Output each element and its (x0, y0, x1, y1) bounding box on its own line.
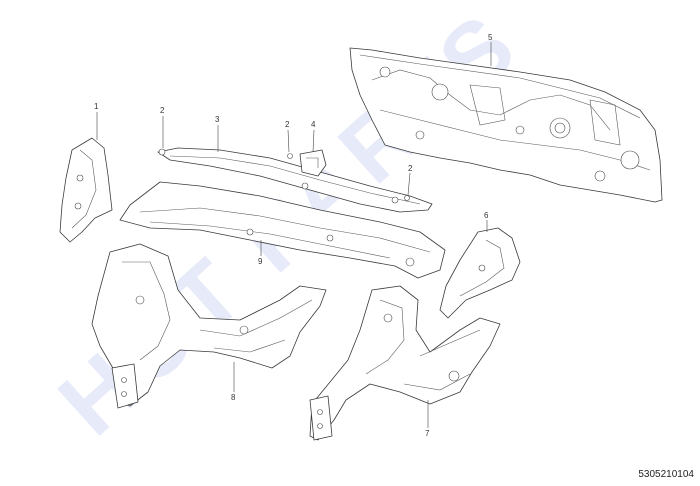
part-1-side-bracket (59, 137, 113, 243)
callout-4: 4 (311, 120, 316, 129)
callout-7: 7 (425, 429, 430, 438)
callout-2c: 2 (408, 164, 413, 173)
part-6-side-bracket (439, 227, 521, 319)
callout-8: 8 (231, 393, 236, 402)
part-5-dash-panel (349, 47, 663, 203)
part-2-bolt-a (158, 148, 166, 156)
callout-9: 9 (258, 257, 263, 266)
callout-3: 3 (215, 115, 220, 124)
callout-6: 6 (484, 211, 489, 220)
part-2-bolt-b (287, 153, 293, 159)
callout-1: 1 (94, 102, 99, 111)
part-7-right-side-member (309, 285, 501, 441)
part-4-small-bracket (299, 149, 327, 177)
part-3-cowl-top-panel (157, 147, 433, 213)
callout-2a: 2 (160, 106, 165, 115)
callout-2b: 2 (285, 120, 290, 129)
document-number: 5305210104 (638, 469, 694, 480)
part-8-left-side-member (91, 243, 327, 409)
callout-5: 5 (488, 33, 493, 42)
part-9-cowl-lower-panel (119, 181, 446, 279)
leader-lines (96, 42, 492, 428)
part-2-bolt-c (404, 195, 410, 201)
